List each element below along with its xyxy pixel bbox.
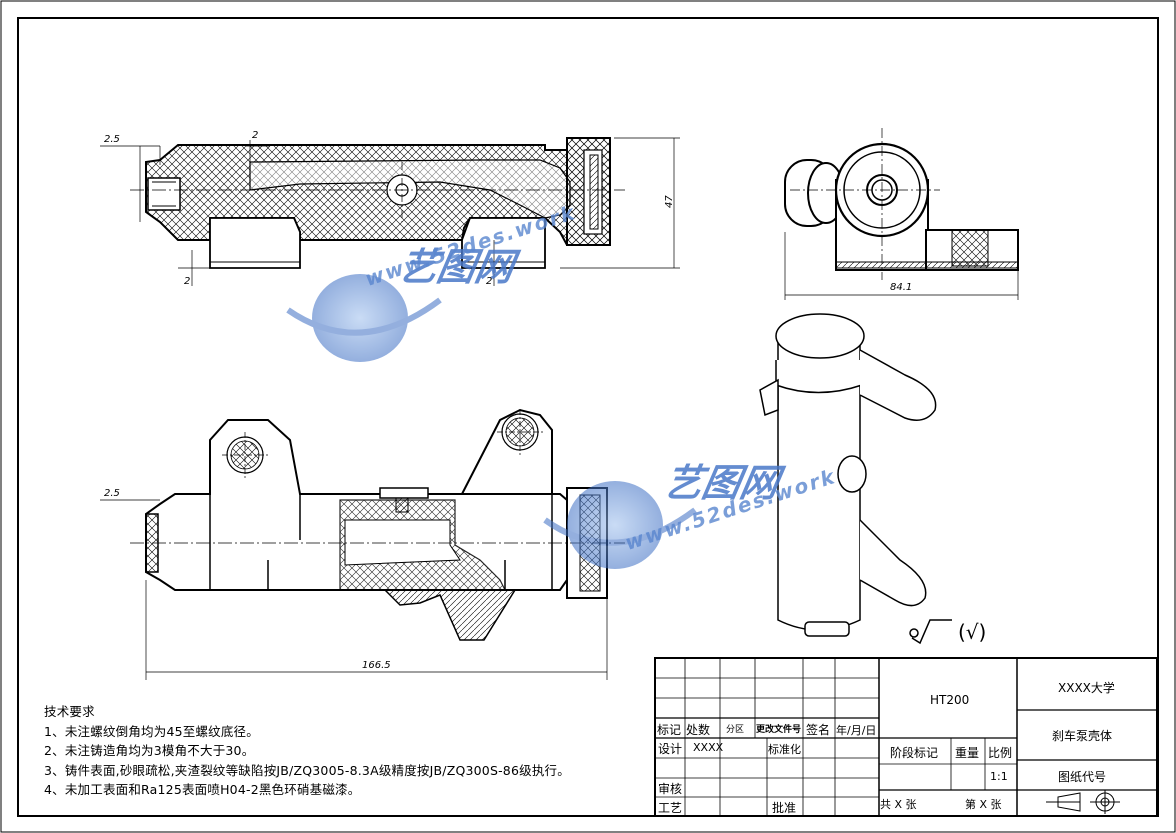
dim-side-width: 84.1 [890,282,912,293]
weight-label: 重量 [955,746,980,760]
dim-overall-length: 166.5 [362,660,391,671]
process-label: 工艺 [658,801,683,815]
inner-frame [17,17,1159,817]
zone-label: 分区 [726,725,745,735]
drawing-code-label: 图纸代号 [1058,770,1107,784]
dim-front-left-offset: 2.5 [104,488,120,499]
title-block-grid [654,657,1158,817]
school-name: XXXX大学 [1058,681,1115,695]
tech-requirements: 技术要求 1、未注螺纹倒角均为45至螺纹底径。 2、未注铸造角均为3模角不大于3… [44,702,570,800]
designer-name: XXXX [693,741,724,754]
stage-mark-label: 阶段标记 [890,746,939,760]
dim-top-chamfer: 2 [252,130,258,141]
design-label: 设计 [658,742,683,756]
tech-requirement-item: 4、未加工表面和Ra125表面喷H04-2黑色环硝基磁漆。 [44,782,361,797]
side-view: 84.1 [784,128,1019,300]
standardize-label: 标准化 [768,743,801,756]
tech-requirement-item: 2、未注铸造角均为3模角不大于30。 [44,743,255,758]
date-label: 年/月/日 [836,724,877,737]
dim-top-left-offset: 2.5 [104,134,120,145]
roughness-symbol [909,619,952,645]
isometric-view [759,313,937,637]
tech-requirement-item: 3、铸件表面,砂眼疏松,夹渣裂纹等缺陷按JB/ZQ3005-8.3A级精度按JB… [44,762,570,778]
tech-requirement-item: 1、未注螺纹倒角均为45至螺纹底径。 [44,723,259,739]
approve-label: 批准 [772,801,797,815]
doc-number-label: 更改文件号 [756,725,802,735]
part-name: 刹车泵壳体 [1052,729,1113,743]
roughness-default-note: (√) [958,620,987,644]
dim-height: 47 [664,195,675,208]
sign-label: 签名 [806,723,831,737]
material: HT200 [930,693,970,707]
top-section-view: 2.5 2 47 2 2 [100,130,680,287]
mark-label: 标记 [657,723,682,737]
total-sheets: 共 X 张 [880,798,917,811]
projection-symbol-icon [1046,790,1120,814]
watermark-globe-2 [543,481,697,569]
scale-value: 1:1 [990,770,1008,783]
scale-label: 比例 [988,746,1013,760]
dim-bottom-right-chamfer: 2 [486,276,492,287]
dim-bottom-left-chamfer: 2 [184,276,190,287]
watermark-globe-1 [286,274,442,362]
sheet-number: 第 X 张 [965,798,1002,811]
count-label: 处数 [686,723,711,737]
tech-requirements-title: 技术要求 [44,704,95,719]
front-view: 2.5 166.5 [100,408,625,680]
review-label: 审核 [658,782,683,796]
